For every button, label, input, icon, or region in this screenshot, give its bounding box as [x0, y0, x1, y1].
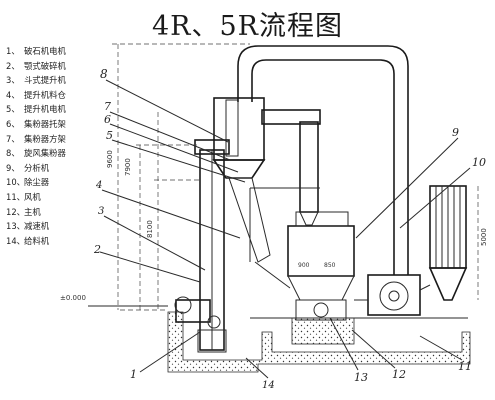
dim-850: 850	[324, 262, 336, 269]
callout-11: 11	[458, 360, 472, 373]
callout-13: 13	[354, 371, 368, 384]
main-mill	[287, 211, 355, 321]
legend-item: 1、破石机电机	[6, 46, 66, 56]
legend-item: 9、分析机	[6, 162, 50, 173]
legend-item: 11、风机	[6, 191, 41, 202]
legend-item: 10、除尘器	[6, 177, 50, 188]
jaw-crusher	[174, 296, 221, 329]
callout-10: 10	[472, 156, 486, 169]
diagram-title: 4R、5R流程图	[151, 11, 343, 42]
foundation	[88, 305, 471, 373]
elevation-marker: ±0.000	[60, 294, 86, 302]
callout-4: 4	[95, 180, 102, 191]
callout-14: 14	[262, 380, 275, 391]
leader-lines	[99, 79, 471, 379]
callout-1: 1	[130, 368, 137, 381]
callout-8: 8	[100, 67, 108, 81]
legend-item: 2、颚式破碎机	[6, 60, 66, 71]
legend-item: 12、主机	[6, 206, 41, 217]
callout-6: 6	[104, 113, 111, 126]
legend-item: 6、集粉器托架	[6, 118, 66, 129]
callout-7: 7	[104, 100, 111, 113]
dim-9600: 9600	[106, 150, 114, 168]
legend-item: 8、旋风集粉器	[6, 148, 66, 159]
parts-legend: 1、破石机电机 2、颚式破碎机 3、斗式提升机 4、提升机料仓 5、提升机电机 …	[6, 44, 98, 248]
elevator-silo	[212, 97, 266, 179]
legend-item: 7、集粉器方架	[6, 133, 66, 144]
dim-900: 900	[298, 262, 310, 269]
dimension-labels: 9600 7900 8100 5000 900 850 ±0.000	[60, 150, 488, 302]
dust-collector	[419, 185, 468, 301]
callout-12: 12	[392, 368, 406, 381]
callout-2: 2	[93, 243, 101, 256]
cyclone-collector	[249, 109, 321, 262]
legend-item: 4、提升机料仓	[6, 89, 66, 100]
legend-item: 5、提升机电机	[6, 104, 66, 115]
legend-item: 13、减速机	[6, 221, 50, 232]
callout-labels: 8 7 6 5 4 3 2 1 14 13 12 11 10 9	[93, 67, 486, 391]
feeder	[228, 177, 291, 289]
fan	[354, 274, 421, 316]
dim-5000: 5000	[480, 228, 488, 246]
legend-item: 14、给料机	[6, 235, 50, 246]
callout-3: 3	[98, 206, 104, 217]
callout-9: 9	[452, 126, 459, 139]
construction-lines	[112, 43, 479, 311]
dim-8100: 8100	[146, 220, 154, 238]
legend-item: 3、斗式提升机	[6, 75, 66, 86]
air-duct	[237, 45, 409, 275]
dim-7900: 7900	[124, 158, 132, 176]
callout-5: 5	[106, 129, 113, 142]
